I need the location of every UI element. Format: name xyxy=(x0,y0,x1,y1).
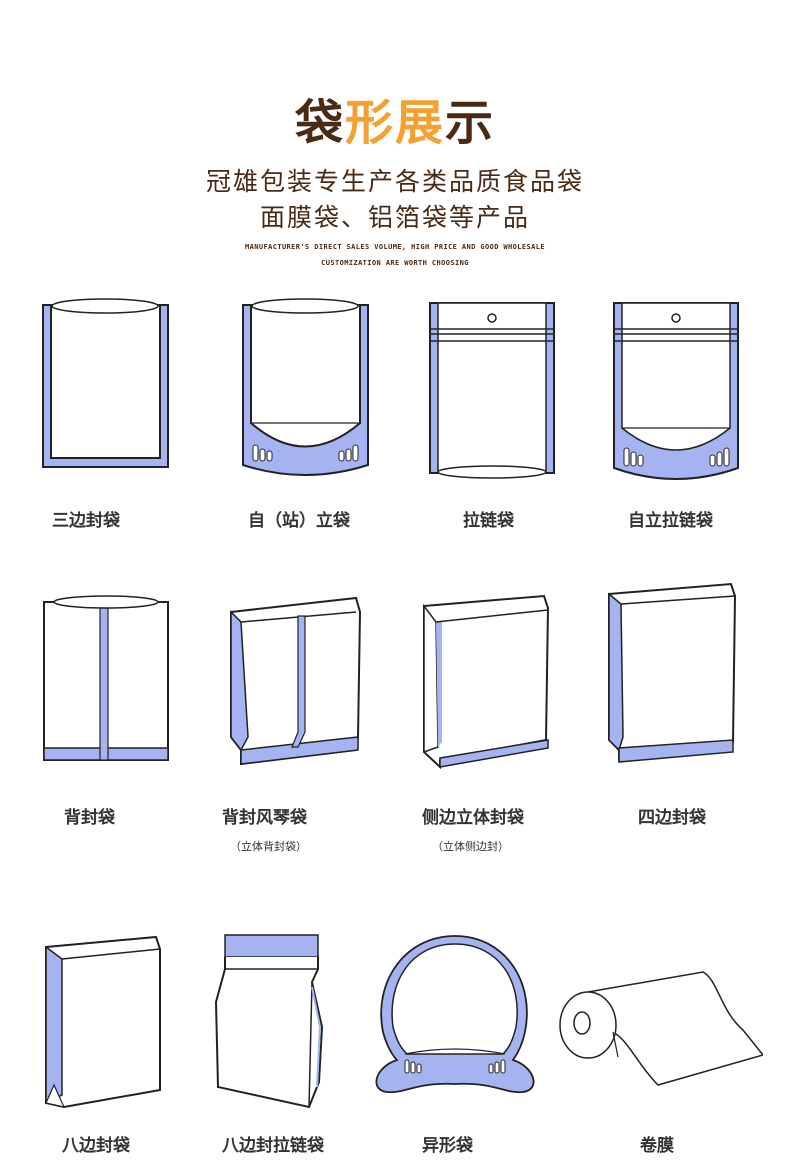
bag-item-eight-side-zipper xyxy=(212,932,342,1117)
eight-side-seal-bag-icon xyxy=(45,935,161,1109)
bag-label: 侧边立体封袋 xyxy=(422,808,524,828)
bag-item-shaped xyxy=(375,932,535,1097)
bag-item-eight-side-seal xyxy=(42,935,172,1110)
subtitle-line-2: 面膜袋、铝箔袋等产品 xyxy=(259,203,530,232)
bag-label: 八边封拉链袋 xyxy=(222,1136,324,1156)
bag-item-zipper xyxy=(428,300,558,480)
stand-up-pouch-icon xyxy=(242,298,369,476)
bag-label: 背封袋 xyxy=(64,808,115,828)
bag-item-side-gusset xyxy=(420,592,560,772)
bag-label: 异形袋 xyxy=(422,1136,473,1156)
gusset-back-seal-bag-icon xyxy=(230,596,362,766)
english-tagline-1: MANUFACTURER'S DIRECT SALES VOLUME, HIGH… xyxy=(245,243,545,251)
bag-note: （立体背封袋） xyxy=(230,840,307,853)
bag-label: 卷膜 xyxy=(640,1136,674,1156)
bag-item-gusset-back-seal xyxy=(228,592,368,772)
four-side-seal-bag-icon xyxy=(608,582,737,763)
title-part-3: 示 xyxy=(445,95,496,151)
bag-item-back-seal xyxy=(40,590,175,770)
bag-item-stand-up xyxy=(240,295,375,480)
bag-label: 自立拉链袋 xyxy=(628,511,713,531)
roll-film-icon xyxy=(559,971,763,1086)
bag-item-roll-film xyxy=(558,970,763,1090)
side-gusset-bag-icon xyxy=(423,594,550,770)
bag-item-four-side-seal xyxy=(605,582,745,772)
bag-item-stand-up-zipper xyxy=(612,300,744,482)
english-tagline-2: CUSTOMIZATION ARE WORTH CHOOSING xyxy=(321,259,469,267)
bag-label: 背封风琴袋 xyxy=(222,808,307,828)
three-side-seal-bag-icon xyxy=(42,298,169,468)
bag-note: （立体侧边封） xyxy=(432,840,509,853)
bag-label: 四边封袋 xyxy=(638,808,706,828)
eight-side-seal-zipper-bag-icon xyxy=(214,934,324,1109)
subtitle-line-1: 冠雄包装专生产各类品质食品袋 xyxy=(205,167,584,196)
bag-item-three-side-seal xyxy=(40,295,175,475)
back-seal-bag-icon xyxy=(43,595,169,761)
title-part-2: 形展 xyxy=(344,95,445,151)
stand-up-zipper-pouch-icon xyxy=(613,302,739,480)
bag-label: 拉链袋 xyxy=(463,511,514,531)
zipper-bag-icon xyxy=(429,302,555,479)
page-title: 袋形展示 xyxy=(0,92,790,154)
bag-label: 自（站）立袋 xyxy=(248,511,350,531)
bag-label: 八边封袋 xyxy=(62,1136,130,1156)
bag-label: 三边封袋 xyxy=(52,511,120,531)
shaped-bag-icon xyxy=(375,935,535,1094)
title-part-1: 袋 xyxy=(294,95,345,151)
